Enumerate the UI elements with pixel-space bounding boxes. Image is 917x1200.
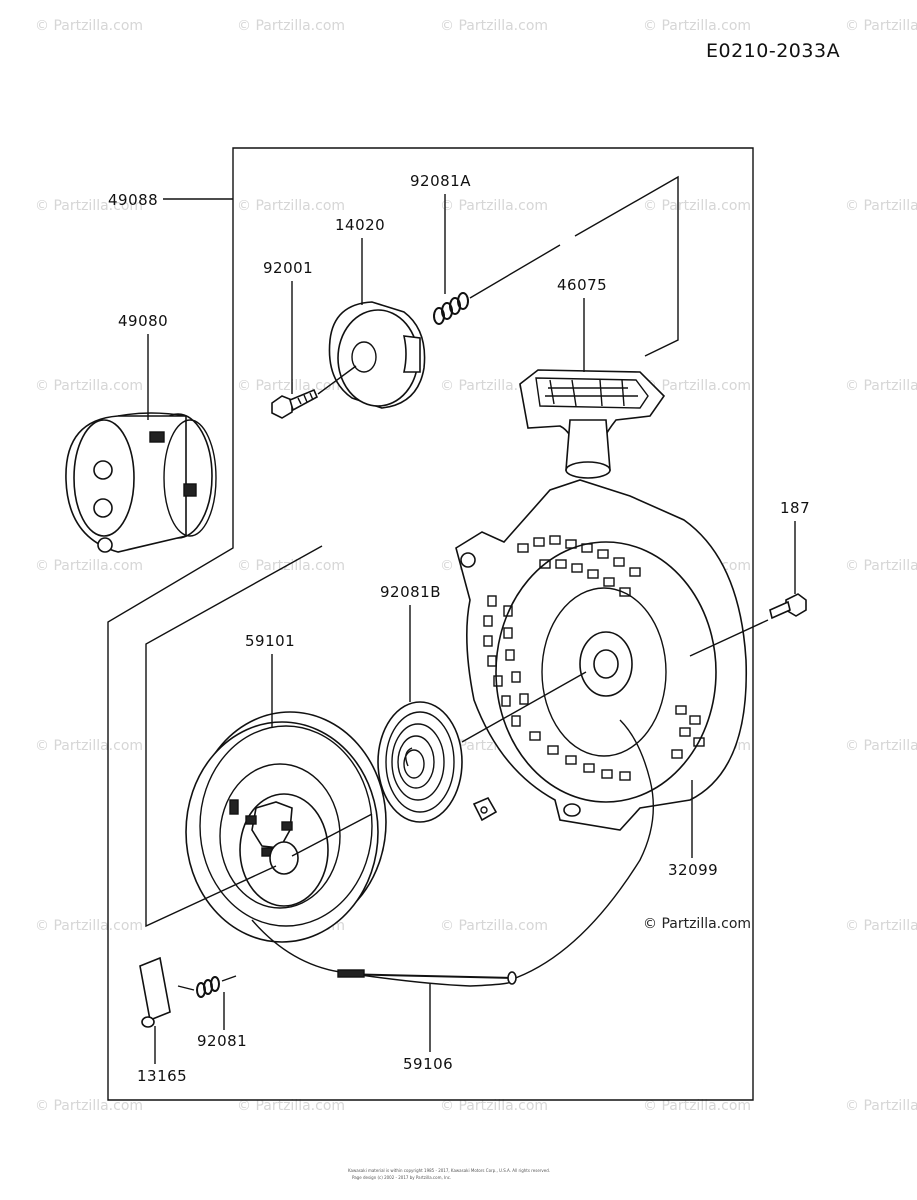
part-92081B-spiral-spring[interactable]: [377, 701, 498, 823]
part-label-92001[interactable]: 92001: [263, 259, 313, 277]
diagram-code: E0210-2033A: [706, 40, 840, 62]
part-label-187[interactable]: 187: [780, 499, 810, 517]
watermark: © Partzilla.com: [643, 378, 751, 394]
part-49080-drum[interactable]: [65, 412, 217, 553]
assembly-frame: [107, 147, 754, 1101]
part-187-bolt[interactable]: [769, 593, 807, 620]
part-label-92081[interactable]: 92081: [197, 1032, 247, 1050]
part-label-92081B[interactable]: 92081B: [380, 583, 441, 601]
watermark: © Partzilla.com: [845, 378, 917, 394]
watermark: © Partzilla.com: [35, 18, 143, 34]
watermark: © Partzilla.com: [845, 198, 917, 214]
part-label-92081A[interactable]: 92081A: [410, 172, 471, 190]
watermark: © Partzilla.com: [440, 918, 548, 934]
watermark: © Partzilla.com: [440, 1098, 548, 1114]
watermark: © Partzilla.com: [643, 198, 751, 214]
watermark: © Partzilla.com: [237, 1098, 345, 1114]
axis-line: [461, 671, 587, 743]
watermark: © Partzilla.com: [845, 18, 917, 34]
watermark: © Partzilla.com: [35, 918, 143, 934]
part-label-59106[interactable]: 59106: [403, 1055, 453, 1073]
watermark: © Partzilla.com: [35, 738, 143, 754]
watermark: © Partzilla.com: [35, 558, 143, 574]
part-14020-ratchet[interactable]: [328, 301, 426, 409]
part-label-32099[interactable]: 32099: [668, 861, 718, 879]
copyright-label: © Partzilla.com: [643, 916, 751, 932]
part-92081A-spring[interactable]: [433, 292, 469, 325]
watermark: © Partzilla.com: [237, 198, 345, 214]
part-46075-handle[interactable]: [519, 369, 666, 479]
watermark: © Partzilla.com: [643, 1098, 751, 1114]
part-label-13165[interactable]: 13165: [137, 1067, 187, 1085]
part-label-46075[interactable]: 46075: [557, 276, 607, 294]
watermark: © Partzilla.com: [845, 918, 917, 934]
watermark: © Partzilla.com: [845, 738, 917, 754]
watermark: © Partzilla.com: [35, 1098, 143, 1114]
part-13165-pawl[interactable]: [139, 956, 171, 1028]
axis-line: [689, 619, 769, 657]
footer-line-1: Kawasaki material is within copyright 19…: [348, 1168, 550, 1173]
part-92081-spring[interactable]: [177, 975, 237, 998]
watermark: © Partzilla.com: [35, 378, 143, 394]
footer-line-2: Page design (c) 2002 - 2017 by Partzilla…: [352, 1175, 451, 1180]
watermark: © Partzilla.com: [845, 558, 917, 574]
part-59101-reel[interactable]: [185, 711, 387, 943]
watermark: © Partzilla.com: [440, 198, 548, 214]
watermark: © Partzilla.com: [237, 18, 345, 34]
watermark: © Partzilla.com: [237, 378, 345, 394]
case-vent-slots: [483, 535, 705, 781]
axis-line: [317, 365, 357, 395]
axis-line: [469, 175, 679, 357]
part-label-49088[interactable]: 49088: [108, 191, 158, 209]
part-92001-bolt[interactable]: [271, 388, 319, 419]
part-32099-case[interactable]: [455, 479, 748, 831]
part-label-14020[interactable]: 14020: [335, 216, 385, 234]
watermark: © Partzilla.com: [643, 18, 751, 34]
axis-line: [145, 545, 373, 928]
watermark: © Partzilla.com: [237, 558, 345, 574]
watermark: © Partzilla.com: [440, 18, 548, 34]
part-label-49080[interactable]: 49080: [118, 312, 168, 330]
part-59106-rope[interactable]: [251, 719, 654, 987]
part-label-59101[interactable]: 59101: [245, 632, 295, 650]
watermark: © Partzilla.com: [35, 198, 143, 214]
watermark: © Partzilla.com: [845, 1098, 917, 1114]
